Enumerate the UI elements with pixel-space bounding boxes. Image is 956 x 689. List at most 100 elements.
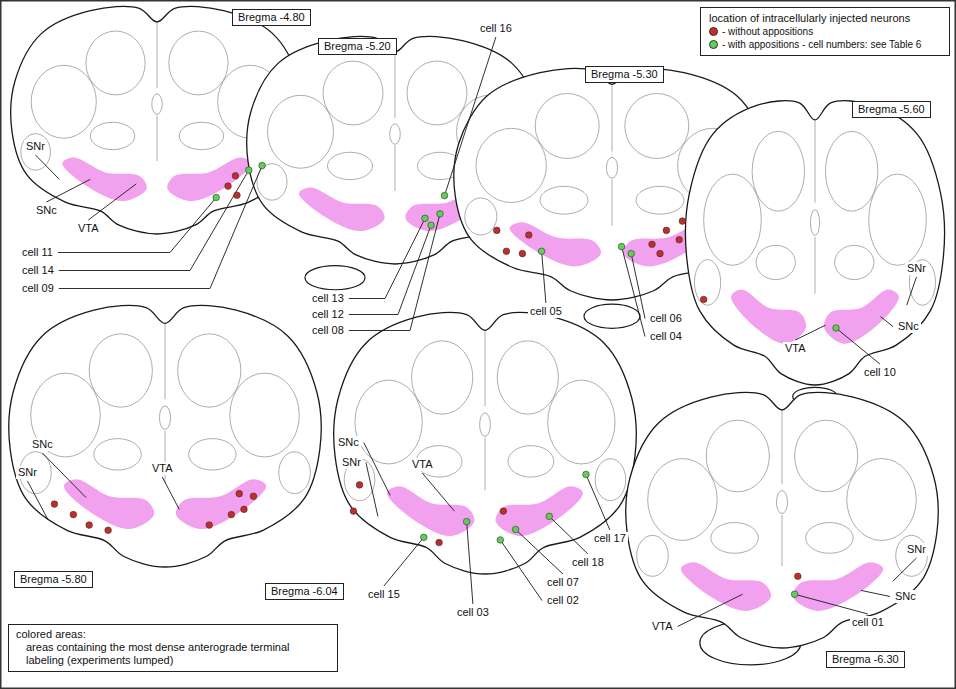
- brain-section: [685, 101, 944, 406]
- cell-label: cell 11: [20, 246, 55, 259]
- brain-structure: [407, 61, 467, 125]
- brain-structure: [159, 406, 170, 430]
- brain-structure: [89, 334, 152, 407]
- neuron-dot: [519, 250, 526, 257]
- neuron-dot: [241, 506, 248, 513]
- leader-line: [349, 218, 425, 298]
- region-label: VTA: [650, 620, 675, 633]
- brain-structure: [847, 459, 917, 541]
- brain-structure: [540, 186, 588, 214]
- neuron-dot: [250, 493, 257, 500]
- midline: [395, 52, 396, 118]
- leader-line: [46, 179, 90, 202]
- leader-line: [795, 594, 868, 614]
- cell-label: cell 13: [310, 292, 346, 305]
- node-text: Bregma -4.80: [238, 11, 305, 24]
- leader-line: [349, 214, 440, 331]
- brain-structure: [648, 459, 718, 541]
- midline: [485, 330, 486, 406]
- region-label: VTA: [783, 342, 808, 355]
- neuron-dot: [494, 227, 501, 234]
- neuron-dot: [791, 591, 798, 598]
- brain-structure: [355, 380, 422, 464]
- node-text: Bregma -6.04: [271, 585, 338, 598]
- bregma-box: Bregma -5.60: [852, 101, 931, 118]
- terminal-labeling-area: [510, 222, 601, 266]
- legend-box: location of intracellularly injected neu…: [700, 7, 950, 56]
- section-ground: [626, 392, 938, 648]
- legend-text: - with appositions - cell numbers: see T…: [722, 39, 921, 50]
- leader-line: [422, 473, 454, 511]
- brain-structure: [694, 260, 720, 306]
- cell-label: cell 18: [570, 556, 606, 569]
- brain-structure: [230, 373, 300, 457]
- legend-row: - with appositions - cell numbers: see T…: [709, 38, 941, 51]
- leader-line: [795, 325, 825, 340]
- midline: [157, 115, 158, 161]
- brain-structure: [178, 334, 241, 407]
- neuron-dot: [356, 482, 363, 489]
- brain-structure: [595, 459, 626, 501]
- node-text: Bregma -5.60: [858, 103, 925, 116]
- section-structures: [344, 330, 626, 500]
- neuron-dot: [228, 511, 235, 518]
- brain-structure: [497, 341, 558, 414]
- brain-structure: [835, 245, 874, 279]
- neuron-dot: [422, 215, 429, 222]
- terminal-labeling-area: [299, 188, 385, 231]
- region-label: SNc: [336, 436, 361, 449]
- neuron-dot: [700, 296, 707, 303]
- section-outline: [685, 101, 944, 385]
- midline: [782, 515, 783, 566]
- neuron-dot: [663, 227, 670, 234]
- bregma-box: Bregma -5.30: [585, 66, 664, 83]
- brain-structure: [825, 131, 877, 211]
- cell-label: cell 15: [366, 588, 402, 601]
- brain-structure: [179, 122, 223, 149]
- terminal-labeling-area: [681, 562, 771, 611]
- neuron-dot: [657, 250, 664, 257]
- neuron-dot: [833, 325, 840, 332]
- cell-label: cell 08: [310, 324, 346, 337]
- region-label: VTA: [150, 462, 175, 475]
- node-text: Bregma -6.30: [832, 653, 899, 666]
- leader-line: [516, 529, 563, 574]
- midline: [815, 120, 816, 203]
- bregma-box: Bregma -5.20: [318, 38, 397, 55]
- terminal-labeling-area: [824, 290, 899, 344]
- neuron-dot: [105, 527, 112, 534]
- leader-line: [836, 328, 880, 364]
- bregma-box: Bregma -5.80: [14, 571, 93, 588]
- region-label: SNr: [340, 456, 363, 469]
- terminal-labeling-area: [62, 158, 147, 201]
- leader-line: [88, 184, 136, 220]
- brain-section: [626, 392, 938, 664]
- brain-structure: [548, 380, 615, 464]
- region-label: SNc: [30, 438, 55, 451]
- brain-structure: [465, 198, 497, 235]
- neuron-dot: [245, 167, 252, 174]
- legend-swatch: [709, 27, 718, 36]
- leader-group: [27, 37, 916, 627]
- node-text: Bregma -5.80: [20, 573, 87, 586]
- node-text: Bregma -5.30: [591, 68, 658, 81]
- neuron-dot: [206, 522, 213, 529]
- midline: [165, 323, 166, 399]
- bregma-box: Bregma -4.80: [232, 9, 311, 26]
- leader-line: [58, 198, 216, 253]
- brain-structure: [810, 210, 819, 236]
- brain-structure: [412, 341, 473, 414]
- neuron-dot: [500, 508, 507, 515]
- brain-structure: [90, 122, 134, 149]
- neuron-dot: [428, 222, 435, 229]
- brain-structure: [806, 523, 853, 554]
- leader-line: [35, 155, 59, 179]
- neuron-dot: [628, 250, 635, 257]
- brain-section: [9, 305, 321, 567]
- neuron-dot: [679, 218, 686, 225]
- neuron-dot: [497, 537, 504, 544]
- cell-label: cell 12: [310, 308, 346, 321]
- terminal-labeling-area: [176, 479, 266, 529]
- terminal-labeling-area: [64, 479, 154, 529]
